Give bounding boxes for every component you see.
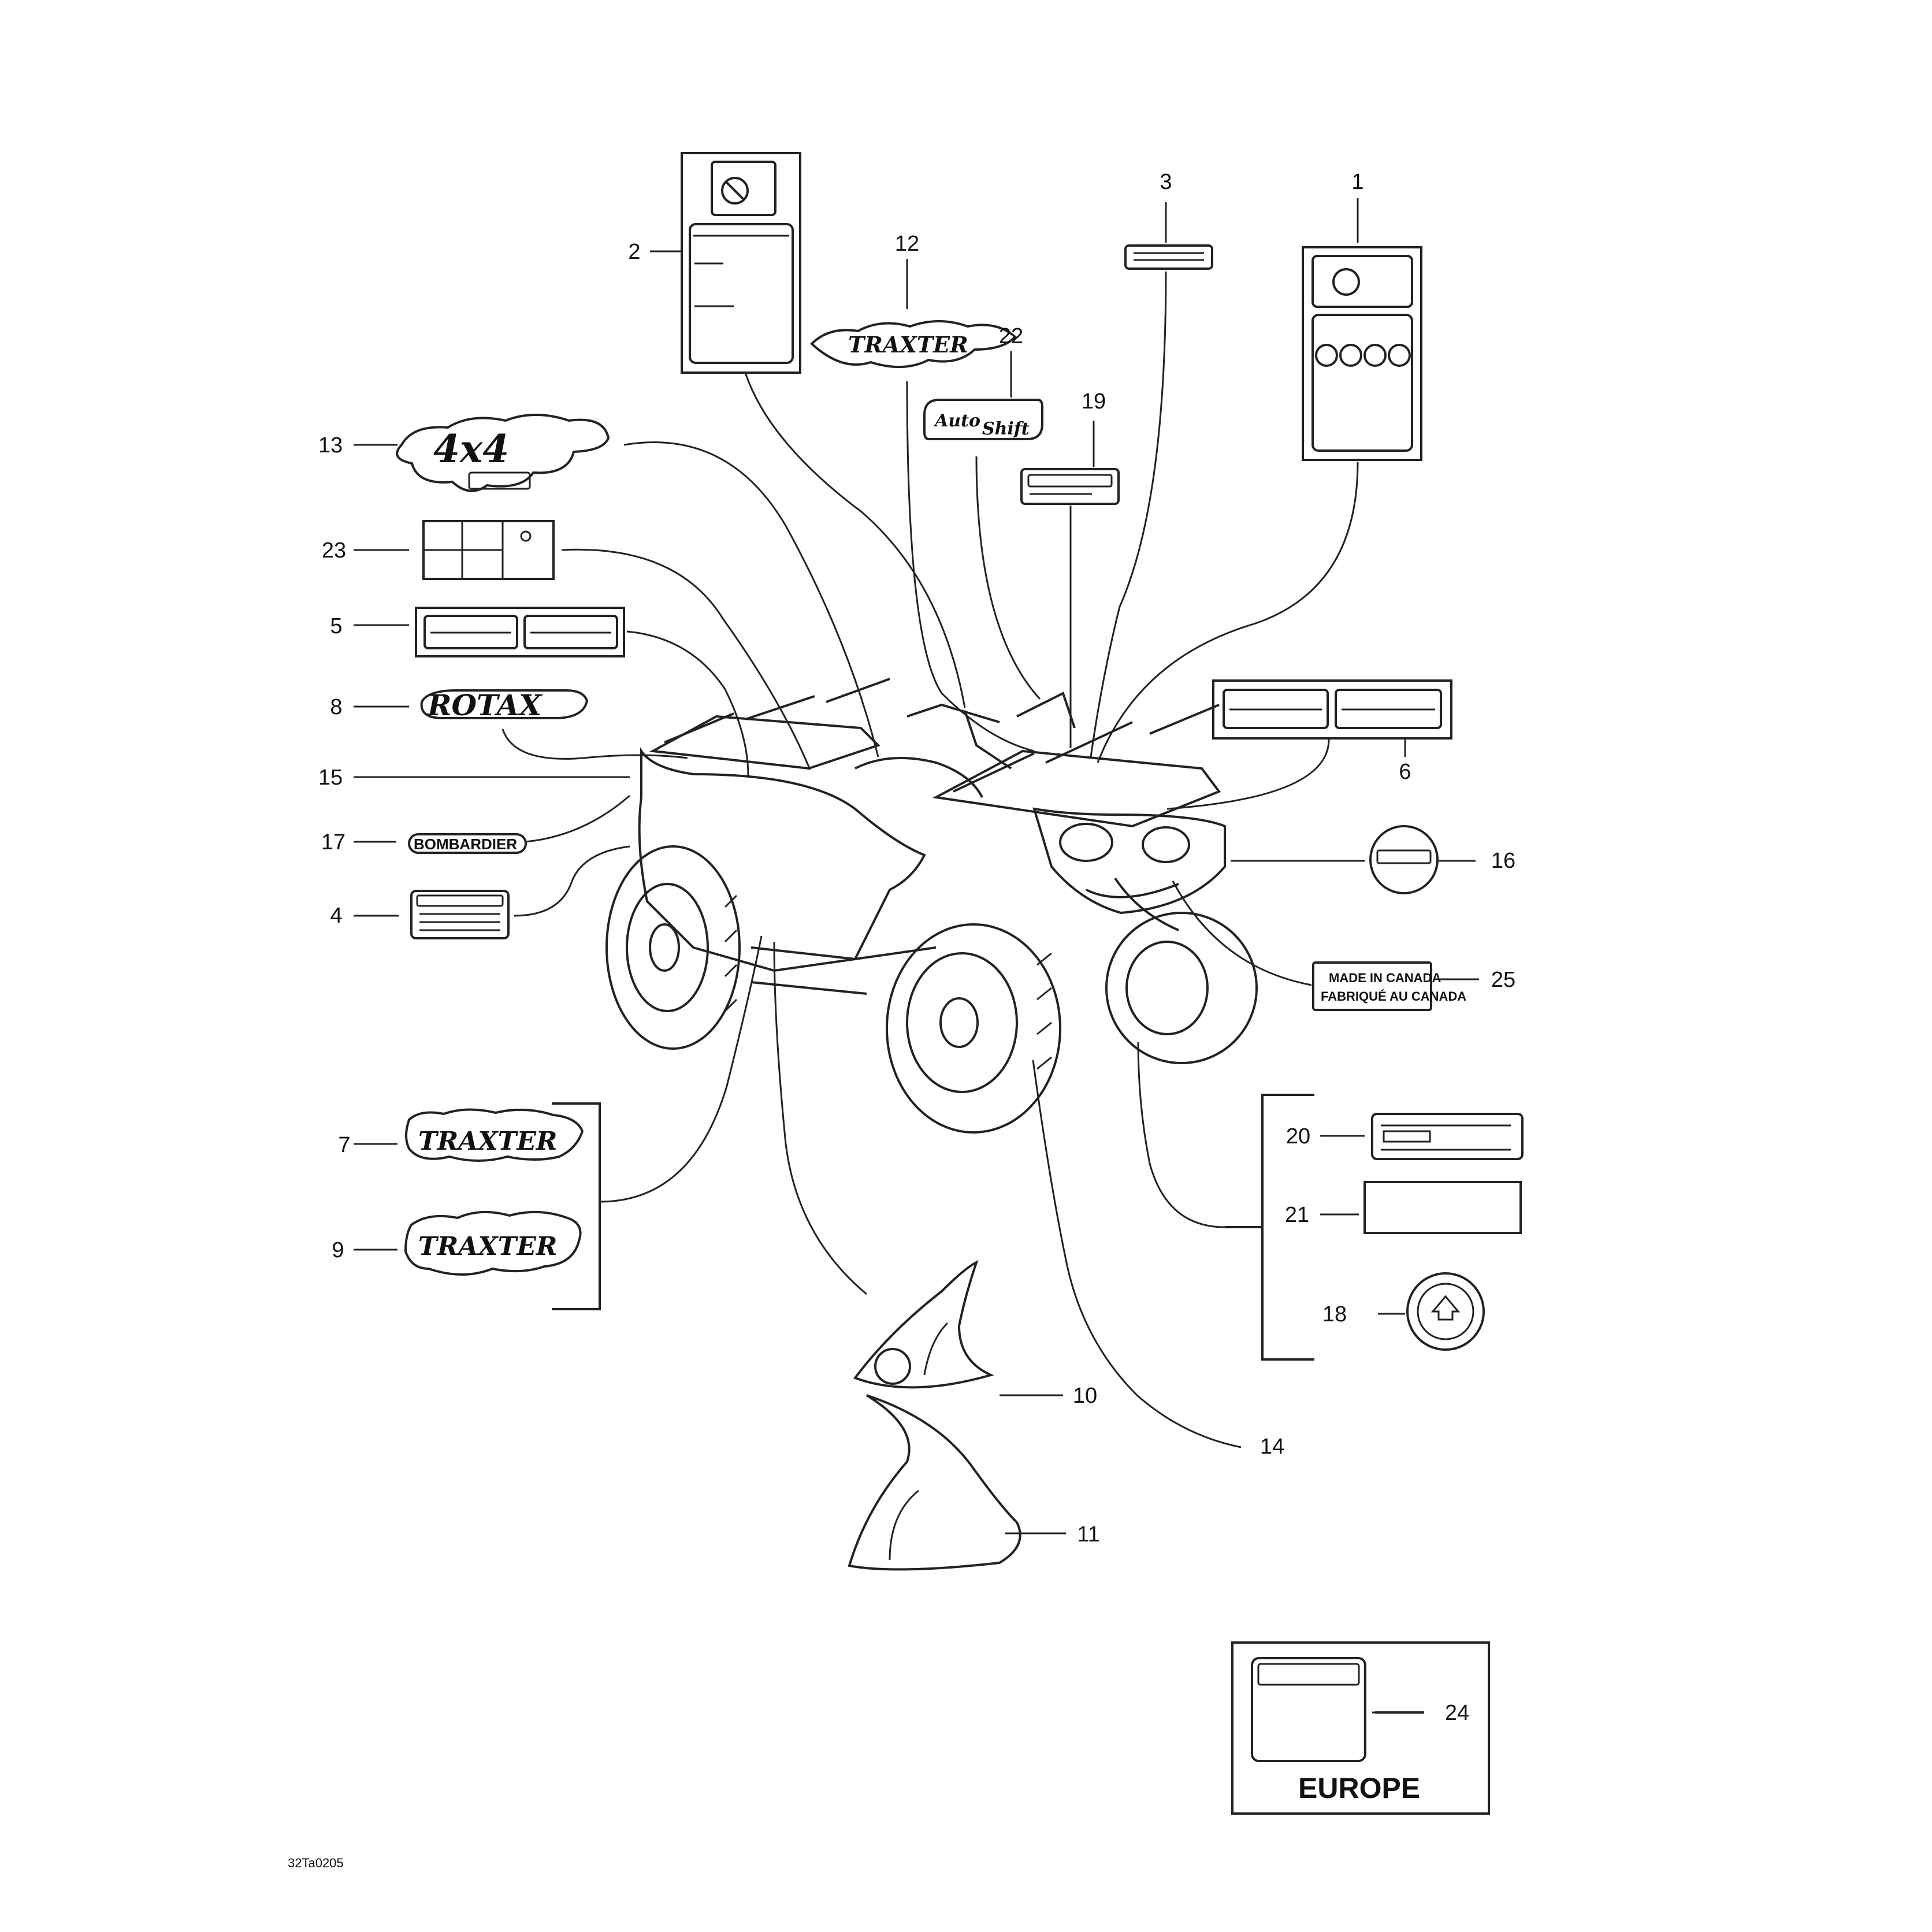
decal-25-text-en: MADE IN CANADA <box>1329 971 1441 985</box>
decal-7-text: TRAXTER <box>418 1127 557 1156</box>
callout-16: 16 <box>1491 849 1515 873</box>
decal-17-text: BOMBARDIER <box>414 835 517 853</box>
callout-2: 2 <box>628 240 640 264</box>
callout-12: 12 <box>895 232 919 256</box>
decal-12-text: TRAXTER <box>848 332 968 358</box>
decal-23-info-label <box>422 520 555 580</box>
leader-lines <box>354 198 1479 1714</box>
callout-7: 7 <box>338 1133 350 1157</box>
callout-5: 5 <box>330 614 342 638</box>
callout-18: 18 <box>1322 1302 1347 1327</box>
round-emblem-icon <box>1369 825 1439 894</box>
decal-21-blank-label <box>1363 1181 1522 1234</box>
decal-1-warning-panel <box>1302 246 1422 461</box>
decal-25-made-in-canada <box>1312 961 1432 1011</box>
callout-11: 11 <box>1077 1522 1099 1547</box>
callout-15: 15 <box>318 766 343 790</box>
decal-6-double-warning <box>1212 679 1452 740</box>
callout-25: 25 <box>1491 968 1515 992</box>
maple-leaf-seal-icon <box>1406 1272 1485 1351</box>
decal-13-4x4-cloud <box>396 414 610 492</box>
decal-22-text-shift: Shift <box>982 419 1030 439</box>
callout-21: 21 <box>1285 1203 1309 1227</box>
decal-22-text-auto: Auto <box>933 411 980 431</box>
drawing-code: 32Ta0205 <box>288 1856 344 1870</box>
callout-24: 24 <box>1445 1701 1469 1725</box>
decal-3-warning-strip <box>1124 244 1213 270</box>
callout-numbers: 1 2 3 4 5 6 7 8 9 10 11 12 13 14 15 16 1… <box>318 170 1515 1725</box>
decal-8-text: ROTAX <box>426 688 543 722</box>
group-bracket-right <box>1225 1094 1314 1361</box>
callout-6: 6 <box>1399 760 1411 784</box>
callout-9: 9 <box>332 1238 344 1262</box>
callout-14: 14 <box>1260 1435 1284 1459</box>
decal-22-auto-shift <box>923 399 1043 440</box>
decal-4-warning <box>410 890 510 939</box>
callout-4: 4 <box>330 904 342 928</box>
callout-19: 19 <box>1082 389 1106 414</box>
callout-3: 3 <box>1160 170 1172 194</box>
callout-20: 20 <box>1286 1124 1310 1149</box>
decal-2-warning-panel <box>681 152 801 374</box>
decal-13-text: 4x4 <box>433 426 509 471</box>
decal-8-rotax <box>420 689 589 719</box>
decal-9-traxter-cloud <box>404 1210 582 1276</box>
callout-22: 22 <box>999 324 1023 348</box>
callout-8: 8 <box>330 695 342 719</box>
group-bracket-left <box>552 1102 601 1310</box>
decal-11-fender-shape <box>848 1394 1021 1571</box>
decal-19-warning <box>1020 468 1120 505</box>
callout-17: 17 <box>321 830 345 854</box>
decal-9-text: TRAXTER <box>418 1232 557 1261</box>
europe-label: EUROPE <box>1298 1772 1420 1804</box>
decal-20-label <box>1371 1113 1524 1160</box>
callout-1: 1 <box>1351 170 1363 194</box>
callout-13: 13 <box>318 433 343 458</box>
decal-7-traxter-cloud <box>405 1108 584 1162</box>
decal-5-double-warning <box>415 607 625 657</box>
decal-lettering: TRAXTER Auto Shift 4x4 ROTAX BOMBARDIER … <box>414 332 1466 1804</box>
atv-vehicle-icon <box>605 678 1258 1134</box>
callout-10: 10 <box>1073 1384 1097 1408</box>
decal-17-bombardier <box>408 833 527 854</box>
decal-12-traxter-cloud <box>810 320 1017 369</box>
decal-25-text-fr: FABRIQUÉ AU CANADA <box>1321 989 1466 1004</box>
decal-10-fender-shape <box>853 1260 994 1389</box>
callout-23: 23 <box>322 538 346 563</box>
